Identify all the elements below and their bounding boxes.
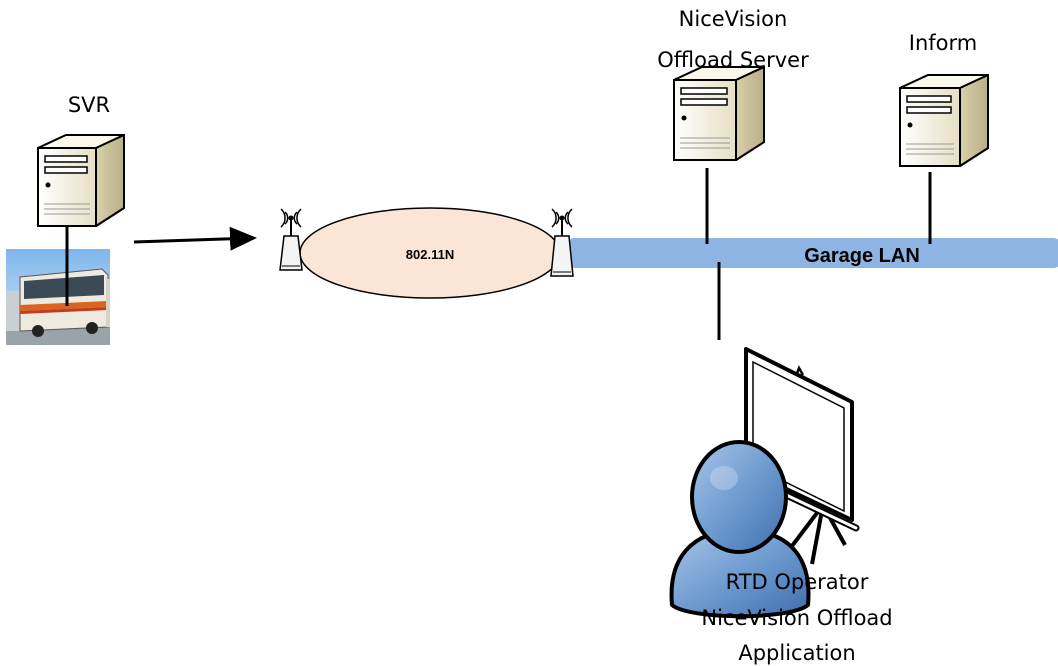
- garage-lan-label: Garage LAN: [804, 245, 920, 267]
- inform-label: Inform: [909, 31, 977, 55]
- wifi-left-access-point-icon: [279, 208, 303, 271]
- bus-photo-icon: [6, 249, 110, 345]
- offload-server-label-line2: Offload Server: [657, 48, 809, 72]
- inform-server-icon: [899, 74, 989, 167]
- offload-server-icon: [673, 66, 765, 161]
- garage-lan-band: [568, 238, 1058, 268]
- operator-label-line2: NiceVision Offload: [701, 606, 892, 630]
- svr-server-icon: [37, 134, 125, 227]
- offload-server-label-line1: NiceVision: [679, 7, 788, 31]
- operator-user-icon: [669, 440, 811, 619]
- wireless-link-label: 802.11N: [406, 247, 454, 262]
- svr-label: SVR: [68, 93, 110, 117]
- bus-to-wireless-arrow: [133, 226, 257, 251]
- operator-label-line3: Application: [738, 641, 855, 665]
- wifi-right-access-point-icon: [550, 208, 574, 277]
- operator-label-line1: RTD Operator: [726, 570, 869, 594]
